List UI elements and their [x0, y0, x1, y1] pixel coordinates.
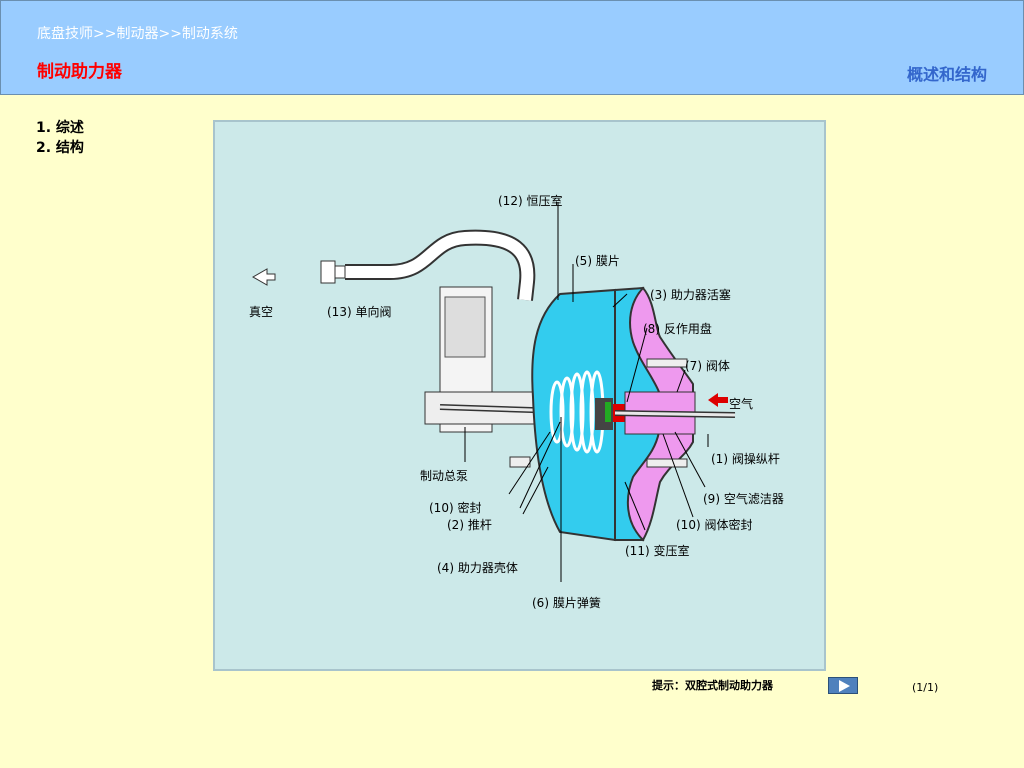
air-inlet-arrow-icon: [708, 393, 728, 407]
section-title: 概述和结构: [906, 65, 987, 84]
breadcrumb[interactable]: 底盘技师>>制动器>>制动系统: [37, 26, 238, 42]
brake-booster-diagram: (12) 恒压室 (5) 膜片 (3) 助力器活塞 (8) 反作用盘 (7) 阀…: [213, 120, 826, 671]
label-push-rod: (2) 推杆: [447, 518, 492, 532]
vacuum-hose: [345, 231, 534, 301]
page-indicator: (1/1): [912, 681, 939, 694]
label-vacuum: 真空: [249, 305, 274, 319]
label-seal: (10) 密封: [429, 501, 482, 515]
table-of-contents: 1. 综述 2. 结构: [36, 118, 84, 158]
hose-nut: [320, 260, 336, 284]
label-diaphragm-spring: (6) 膜片弹簧: [532, 596, 601, 610]
mounting-stud-upper: [646, 358, 688, 368]
label-diaphragm: (5) 膜片: [575, 254, 620, 268]
header-bar: 底盘技师>>制动器>>制动系统 制动助力器 概述和结构: [0, 0, 1024, 95]
label-reaction-disc: (8) 反作用盘: [643, 322, 712, 336]
toc-item-overview[interactable]: 1. 综述: [36, 120, 84, 136]
label-variable-pressure-chamber: (11) 变压室: [625, 544, 690, 558]
label-valve-operating-rod: (1) 阀操纵杆: [711, 452, 780, 466]
master-cylinder-reservoir: [444, 296, 486, 358]
label-constant-pressure-chamber: (12) 恒压室: [498, 194, 563, 208]
label-valve-body: (7) 阀体: [685, 359, 730, 373]
label-valve-body-seal: (10) 阀体密封: [676, 518, 753, 532]
booster-cutaway-drawing: [251, 202, 736, 582]
vacuum-arrow-icon: [251, 268, 276, 286]
toc-item-structure[interactable]: 2. 结构: [36, 140, 84, 156]
label-booster-piston: (3) 助力器活塞: [650, 288, 731, 302]
mounting-stud-lower: [646, 458, 688, 468]
leader-lines: [464, 202, 709, 582]
label-air: 空气: [729, 397, 754, 411]
label-check-valve: (13) 单向阀: [327, 305, 392, 319]
play-icon: [839, 680, 850, 692]
label-master-cylinder: 制动总泵: [420, 469, 469, 483]
hint-text: 提示：双腔式制动助力器: [652, 679, 773, 692]
reaction-disc: [605, 402, 611, 422]
mounting-stud-front: [509, 456, 531, 468]
label-booster-housing: (4) 助力器壳体: [437, 561, 518, 575]
label-air-cleaner: (9) 空气滤洁器: [703, 492, 784, 506]
next-page-button[interactable]: [828, 677, 858, 694]
page-title: 制动助力器: [37, 62, 122, 82]
